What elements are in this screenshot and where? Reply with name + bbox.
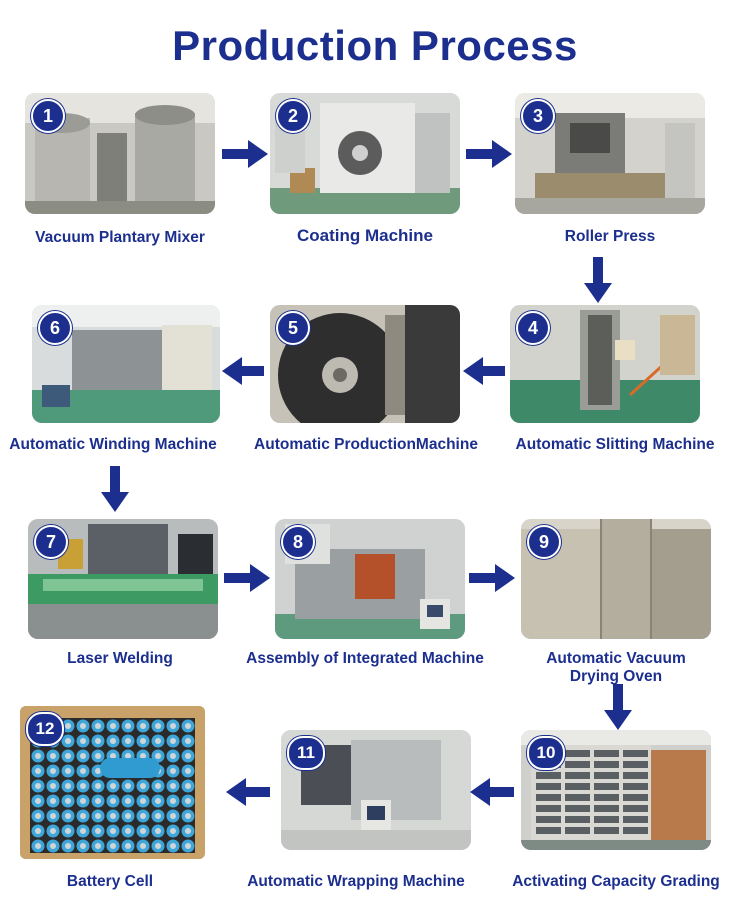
step-9-badge: 9 [527, 525, 561, 559]
step-10-badge: 10 [527, 736, 565, 770]
step-6-photo: 6 [32, 305, 220, 423]
step-3-label: Roller Press [564, 228, 656, 245]
arrow-down-3 [604, 684, 632, 730]
step-8-photo: 8 [275, 519, 465, 639]
step-7-badge: 7 [34, 525, 68, 559]
step-9-label: Automatic Vacuum Drying Oven [546, 650, 686, 685]
step-6-badge: 6 [38, 311, 72, 345]
arrow-left-1 [222, 357, 264, 385]
step-1-badge: 1 [31, 99, 65, 133]
step-8-label: Assembly of Integrated Machine [246, 650, 484, 667]
step-1-label: Vacuum Plantary Mixer [35, 229, 205, 246]
step-9-photo: 9 [521, 519, 711, 639]
step-6-label: Automatic Winding Machine [9, 436, 217, 453]
step-4-label: Automatic Slitting Machine [515, 436, 715, 453]
step-11-label: Automatic Wrapping Machine [247, 873, 465, 890]
arrow-right-2 [466, 140, 512, 168]
step-2-photo: 2 [270, 93, 460, 214]
arrow-right-1 [222, 140, 268, 168]
page-title: Production Process [172, 22, 578, 69]
arrow-down-1 [584, 257, 612, 303]
arrow-left-3 [226, 778, 270, 806]
step-2-badge: 2 [276, 99, 310, 133]
arrow-left-4 [470, 778, 514, 806]
step-8-badge: 8 [281, 525, 315, 559]
step-11-photo: 11 [281, 730, 471, 850]
step-7-label: Laser Welding [67, 650, 173, 667]
step-5-photo: 5 [270, 305, 460, 423]
arrow-down-2 [101, 466, 129, 512]
step-12-photo: 12 [20, 706, 205, 859]
arrow-left-2 [463, 357, 505, 385]
step-1-photo: 1 [25, 93, 215, 214]
arrow-right-3 [224, 564, 270, 592]
step-4-badge: 4 [516, 311, 550, 345]
step-10-photo: 10 [521, 730, 711, 850]
step-3-photo: 3 [515, 93, 705, 214]
step-2-label: Coating Machine [296, 226, 433, 245]
step-12-label: Battery Cell [66, 873, 154, 890]
step-3-badge: 3 [521, 99, 555, 133]
step-7-photo: 7 [28, 519, 218, 639]
step-5-label: Automatic ProductionMachine [254, 436, 478, 453]
step-4-photo: 4 [510, 305, 700, 423]
step-11-badge: 11 [287, 736, 325, 770]
arrow-right-4 [469, 564, 515, 592]
step-5-badge: 5 [276, 311, 310, 345]
step-12-badge: 12 [26, 712, 64, 746]
step-10-label: Activating Capacity Grading [512, 873, 720, 890]
